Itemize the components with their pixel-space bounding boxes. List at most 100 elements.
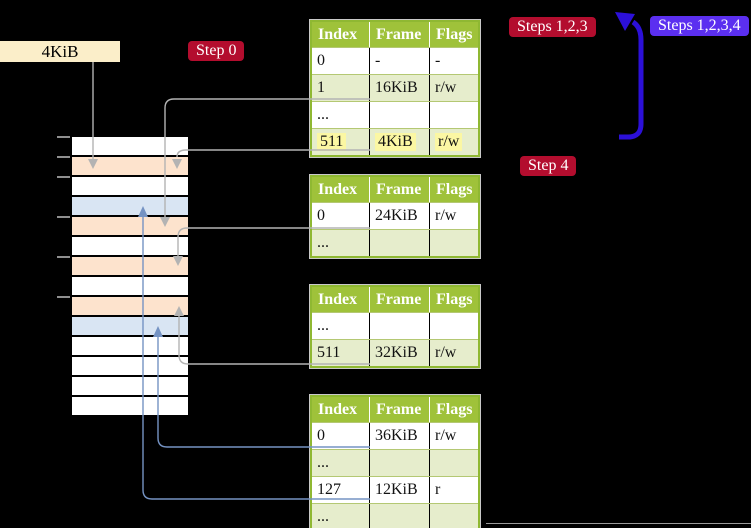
- table-header-cell: Flags: [429, 177, 478, 202]
- table-cell: 4KiB: [369, 129, 429, 155]
- table-cell-text: 4KiB: [375, 133, 416, 151]
- table-cell-text: 32KiB: [375, 344, 418, 361]
- table-row: 0 24KiB r/w: [312, 202, 478, 229]
- table-cell: 511: [312, 340, 369, 366]
- table-cell: r/w: [429, 340, 478, 366]
- table-row: 1 16KiB r/w: [312, 74, 478, 101]
- table-header-cell: Flags: [429, 287, 478, 312]
- table-cell: [369, 504, 429, 528]
- table-cell: [369, 313, 429, 339]
- memory-frame-row-peach: [72, 255, 188, 275]
- table-cell-text: ...: [317, 508, 329, 525]
- table-cell-text: 0: [317, 207, 325, 224]
- table-header-cell: Frame: [369, 397, 429, 422]
- table-cell: -: [429, 48, 478, 74]
- table-header-cell: Index: [318, 400, 358, 418]
- table-cell: 32KiB: [369, 340, 429, 366]
- physical-memory-column: [70, 135, 190, 417]
- table-row: ...: [312, 503, 478, 528]
- table-cell: ...: [312, 450, 369, 476]
- table-cell-text: 0: [317, 52, 325, 69]
- table-cell: 0: [312, 48, 369, 74]
- memory-frame-row-blue: [72, 195, 188, 215]
- memory-tick: [57, 156, 70, 158]
- table-row: 511 32KiB r/w: [312, 339, 478, 366]
- steps-loop-arrow: [619, 19, 644, 140]
- table-cell-text: r/w: [435, 344, 457, 361]
- table-cell: [369, 230, 429, 256]
- table-cell: [429, 230, 478, 256]
- table-header-cell: Frame: [369, 177, 429, 202]
- table-row: 127 12KiB r: [312, 476, 478, 503]
- table-cell: 0: [312, 203, 369, 229]
- step-4-badge: Step 4: [520, 156, 577, 176]
- table-cell-text: 127: [317, 481, 341, 498]
- table-header-cell: Flags: [429, 397, 478, 422]
- table-cell-text: ...: [317, 454, 329, 471]
- table-cell: ...: [312, 313, 369, 339]
- table-row: 511 4KiB r/w: [312, 128, 478, 155]
- table-header-cell: Flags: [429, 22, 478, 47]
- memory-frame-row-white: [72, 375, 188, 395]
- memory-frame-row-white: [72, 335, 188, 355]
- memory-frame-row-white: [72, 235, 188, 255]
- table-cell: 12KiB: [369, 477, 429, 503]
- table-cell: 16KiB: [369, 75, 429, 101]
- memory-tick: [57, 256, 70, 258]
- table-cell-text: r/w: [435, 133, 463, 151]
- table-cell-text: 12KiB: [375, 481, 418, 498]
- table-header-cell: Index: [318, 25, 358, 43]
- memory-tick: [57, 296, 70, 298]
- memory-frame-row-peach: [72, 155, 188, 175]
- table-header-cell: Index: [318, 290, 358, 308]
- table-cell-text: 511: [317, 133, 347, 151]
- table-cell-text: 16KiB: [375, 79, 418, 96]
- table-cell: 0: [312, 423, 369, 449]
- memory-frame-row-white: [72, 175, 188, 195]
- table-cell: r/w: [429, 75, 478, 101]
- table-cell-text: 36KiB: [375, 427, 418, 444]
- table-cell: ...: [312, 504, 369, 528]
- table-cell-text: -: [375, 52, 381, 69]
- table-header-cell: Frame: [369, 22, 429, 47]
- table-cell-text: 1: [317, 79, 325, 96]
- table-cell: ...: [312, 102, 369, 128]
- table-header-cell: Frame: [369, 287, 429, 312]
- table-cell: 24KiB: [369, 203, 429, 229]
- page-size-label: 4KiB: [0, 41, 120, 62]
- table-cell: r: [429, 477, 478, 503]
- table-cell-text: 24KiB: [375, 207, 418, 224]
- table-row: ...: [312, 101, 478, 128]
- table-cell: [369, 450, 429, 476]
- table-cell: r/w: [429, 203, 478, 229]
- memory-tick: [57, 136, 70, 138]
- table-row: ...: [312, 312, 478, 339]
- memory-frame-row-blue: [72, 315, 188, 335]
- table-cell: 1: [312, 75, 369, 101]
- table-header-cell: Index: [318, 180, 358, 198]
- table-row: ...: [312, 229, 478, 256]
- table-cell-text: r/w: [435, 79, 457, 96]
- table-cell: [429, 313, 478, 339]
- memory-frame-row-peach: [72, 295, 188, 315]
- table-cell-text: ...: [317, 234, 329, 251]
- table-cell-text: ...: [317, 106, 329, 123]
- memory-tick: [57, 176, 70, 178]
- table-row: 0 - -: [312, 47, 478, 74]
- steps-123-badge: Steps 1,2,3: [509, 17, 596, 37]
- memory-frame-row-white: [72, 275, 188, 295]
- table-cell: 511: [312, 129, 369, 155]
- table-row: ...: [312, 449, 478, 476]
- step-0-badge: Step 0: [188, 41, 245, 61]
- memory-frame-row-peach: [72, 215, 188, 235]
- table-cell: r/w: [429, 129, 478, 155]
- table-cell-text: 511: [317, 344, 341, 361]
- table-cell: [429, 504, 478, 528]
- table-cell: ...: [312, 230, 369, 256]
- table-cell: [429, 450, 478, 476]
- memory-frame-row-white: [72, 395, 188, 415]
